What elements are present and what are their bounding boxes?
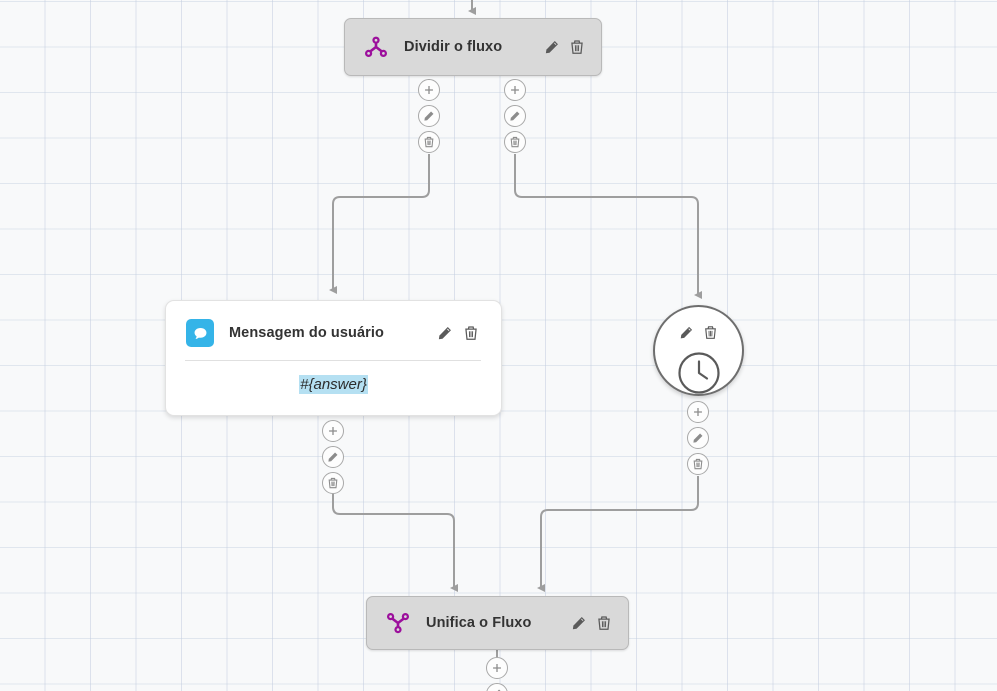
add-icon[interactable] (486, 657, 508, 679)
delete-icon[interactable] (463, 325, 479, 341)
split-branch-icon (363, 34, 389, 60)
delete-icon[interactable] (504, 131, 526, 153)
edge-split-to-delay (514, 154, 702, 299)
add-icon[interactable] (687, 401, 709, 423)
connector-message-out[interactable] (322, 420, 344, 494)
delete-icon[interactable] (703, 325, 718, 340)
connector-merge-out[interactable] (486, 657, 508, 691)
merge-branch-icon (385, 610, 411, 636)
delete-icon[interactable] (322, 472, 344, 494)
delete-icon[interactable] (687, 453, 709, 475)
edit-icon[interactable] (486, 683, 508, 691)
connector-split-out-left[interactable] (418, 79, 440, 153)
edit-icon[interactable] (322, 446, 344, 468)
edge-split-to-message (329, 154, 430, 294)
clock-icon (677, 351, 721, 395)
divider (185, 360, 481, 361)
node-merge-flow[interactable]: Unifica o Fluxo (366, 596, 629, 650)
connector-split-out-right[interactable] (504, 79, 526, 153)
node-split-flow[interactable]: Dividir o fluxo (344, 18, 602, 76)
edit-icon[interactable] (687, 427, 709, 449)
delete-icon[interactable] (596, 615, 612, 631)
node-split-flow-title: Dividir o fluxo (404, 39, 503, 55)
delete-icon[interactable] (569, 39, 585, 55)
node-delay[interactable] (653, 305, 744, 396)
chat-bubble-icon (186, 319, 214, 347)
edit-icon[interactable] (679, 325, 694, 340)
node-user-message[interactable]: Mensagem do usuário #{answer} (165, 300, 502, 416)
add-icon[interactable] (504, 79, 526, 101)
node-merge-flow-title: Unifica o Fluxo (426, 615, 532, 631)
add-icon[interactable] (418, 79, 440, 101)
node-user-message-title: Mensagem do usuário (229, 325, 384, 341)
delete-icon[interactable] (418, 131, 440, 153)
edge-delay-to-merge (537, 476, 699, 592)
edit-icon[interactable] (571, 615, 587, 631)
message-variable: #{answer} (299, 375, 368, 394)
connector-delay-out[interactable] (687, 401, 709, 475)
edge-message-to-merge (332, 494, 458, 592)
add-icon[interactable] (322, 420, 344, 442)
edit-icon[interactable] (544, 39, 560, 55)
edit-icon[interactable] (418, 105, 440, 127)
edit-icon[interactable] (504, 105, 526, 127)
node-user-message-body: #{answer} (166, 361, 501, 394)
edit-icon[interactable] (437, 325, 453, 341)
